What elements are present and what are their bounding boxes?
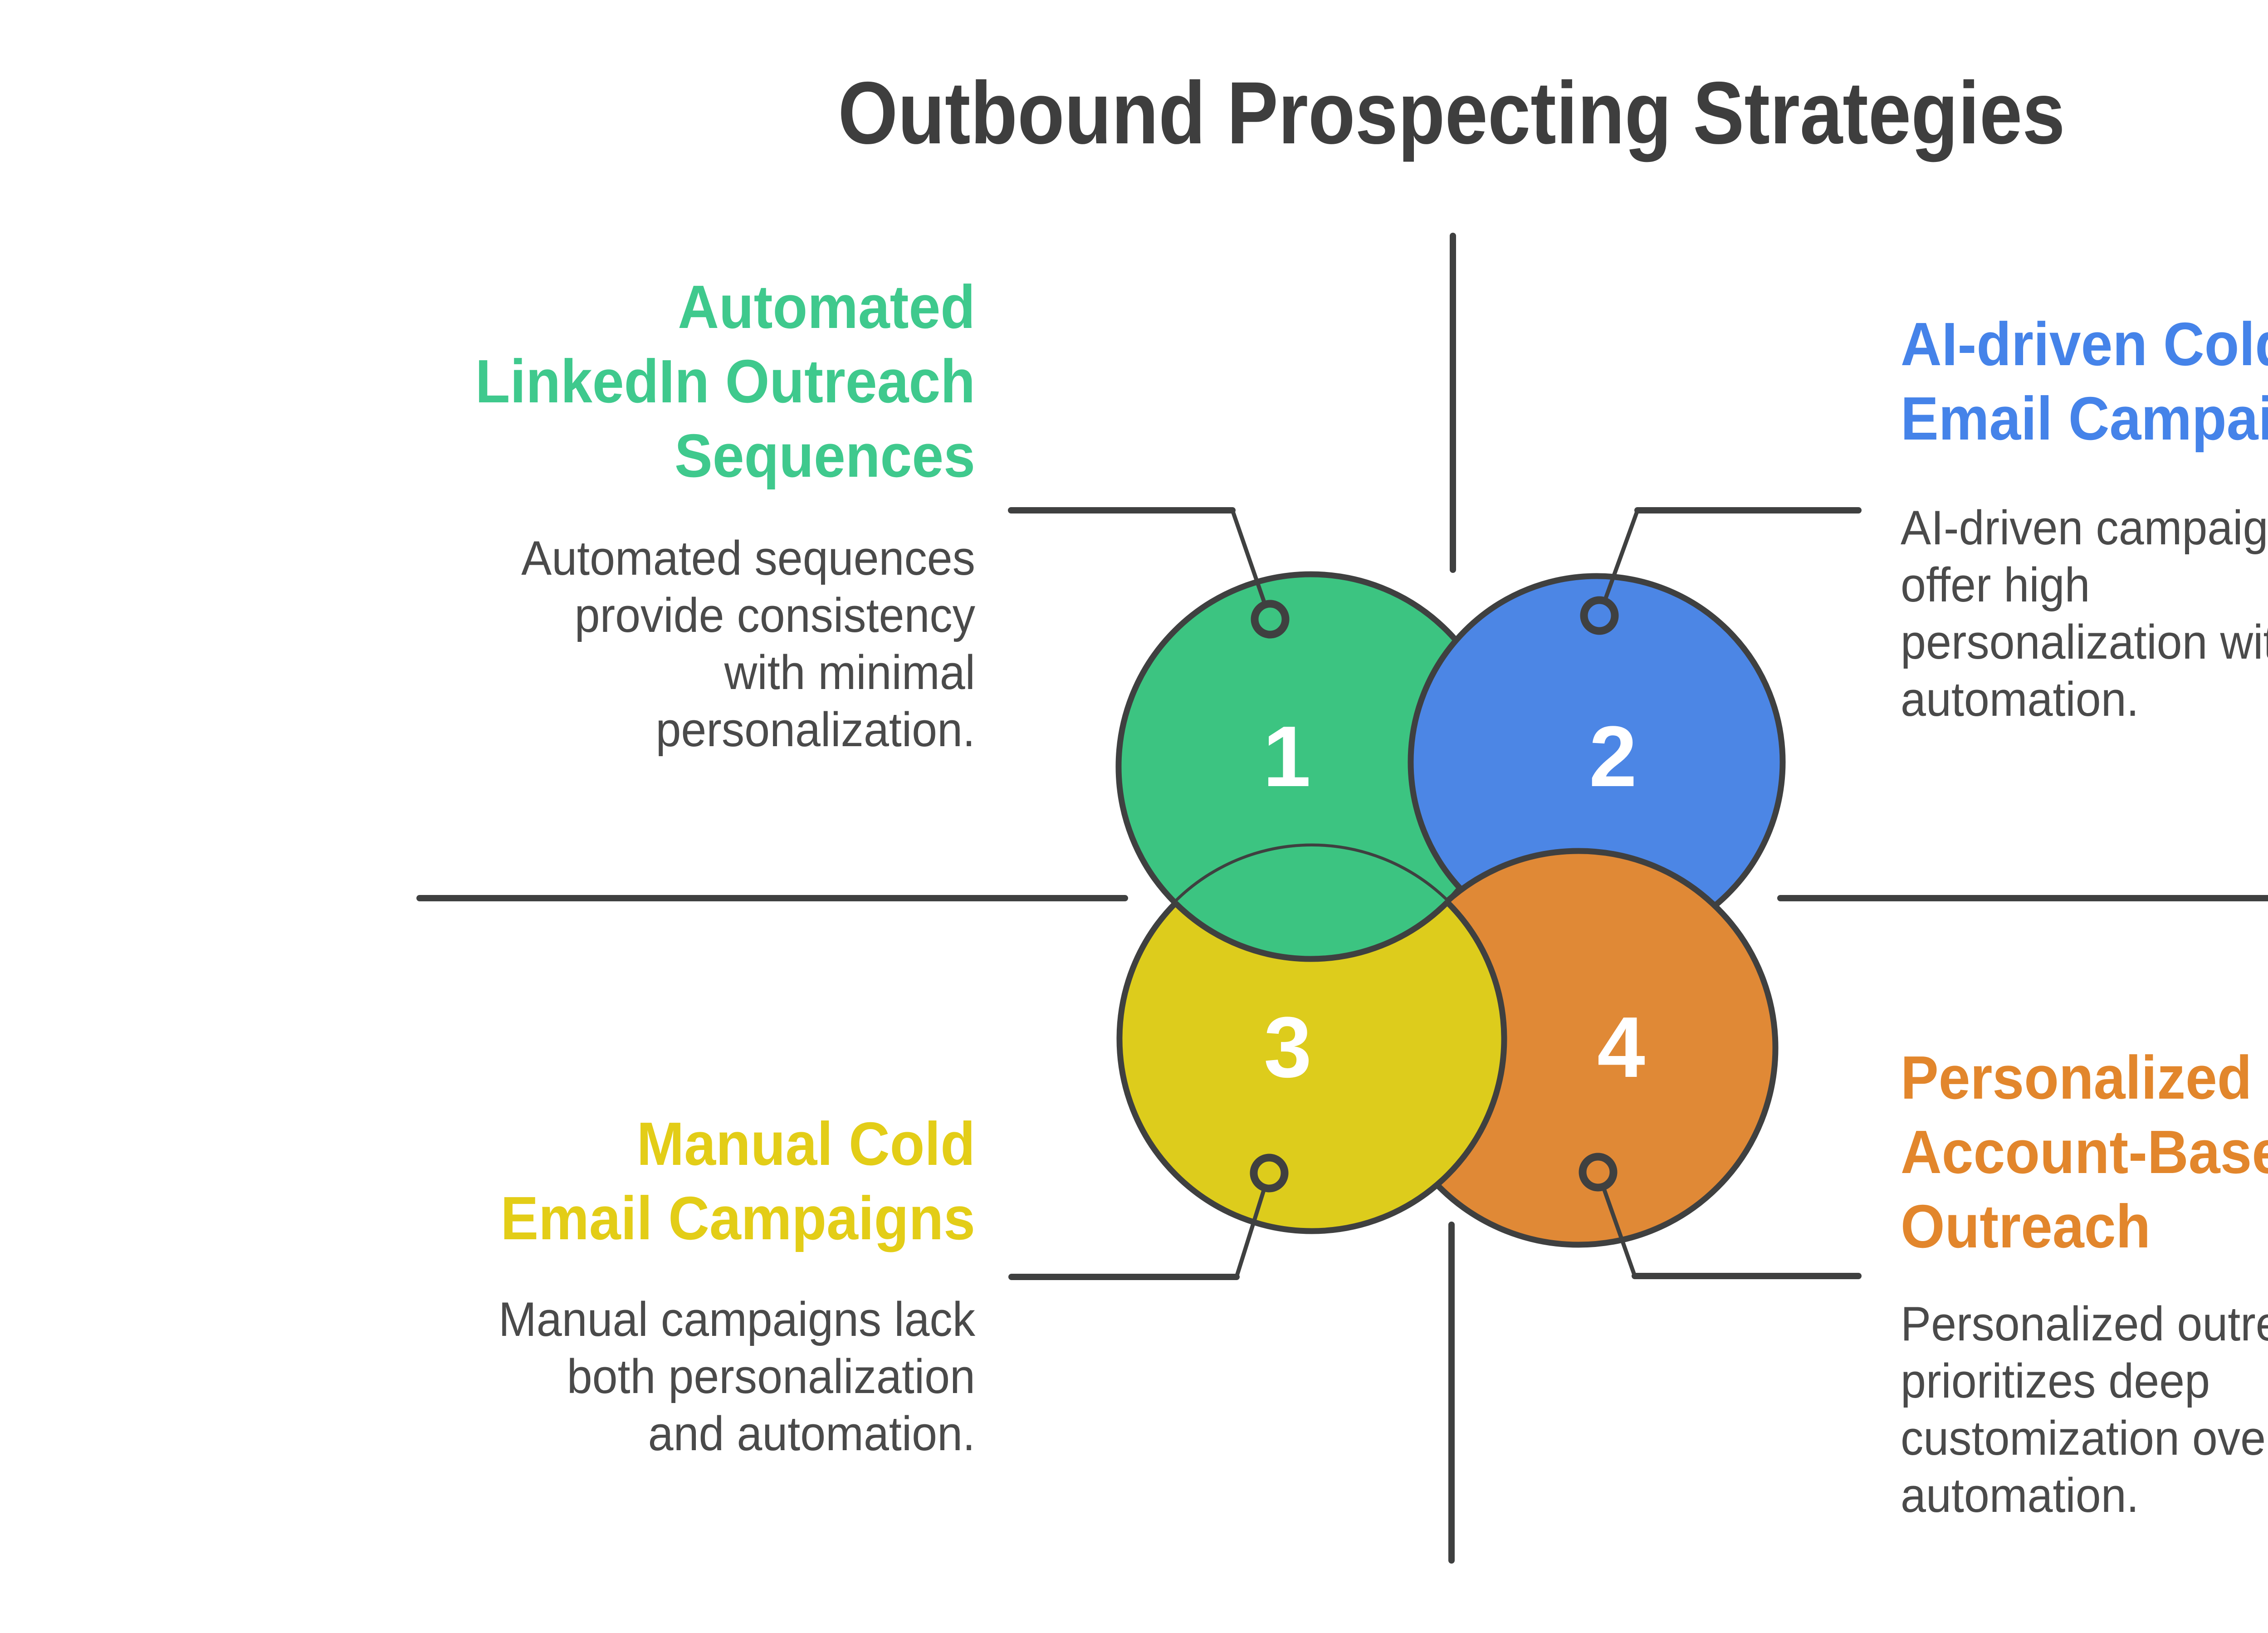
connector-4-ring-icon [1579, 1153, 1618, 1192]
body-line: personalization with [1901, 615, 2268, 669]
body-line: offer high [1901, 557, 2090, 612]
heading-line: LinkedIn Outreach [475, 347, 975, 416]
item-1-heading: Automated LinkedIn Outreach Sequences [364, 270, 975, 493]
body-line: with minimal [724, 645, 975, 699]
item-3-description: Manual campaigns lack both personalizati… [357, 1291, 975, 1462]
step-number-4: 4 [1597, 999, 1645, 1095]
heading-line: Email Campaigns [1901, 384, 2268, 453]
step-number-1: 1 [1263, 709, 1311, 805]
body-line: AI-driven campaigns [1901, 500, 2268, 555]
body-line: both personalization [567, 1349, 975, 1403]
step-number-3: 3 [1264, 999, 1312, 1095]
heading-line: Manual Cold [636, 1110, 975, 1178]
heading-line: Email Campaigns [500, 1184, 975, 1252]
item-4-heading: Personalized Account-Based Outreach [1901, 1041, 2268, 1264]
connector-2-ring-icon [1580, 596, 1619, 635]
heading-line: Outreach [1901, 1192, 2151, 1261]
body-line: Manual campaigns lack [498, 1292, 975, 1346]
item-3-heading: Manual Cold Email Campaigns [364, 1107, 975, 1256]
page-title: Outbound Prospecting Strategies [838, 64, 2065, 162]
item-2-description: AI-driven campaigns offer high personali… [1901, 499, 2268, 728]
heading-line: Sequences [675, 421, 975, 490]
item-4-description: Personalized outreach prioritizes deep c… [1901, 1295, 2268, 1524]
body-line: and automation. [648, 1406, 975, 1461]
heading-line: Personalized [1901, 1043, 2252, 1112]
body-line: provide consistency [574, 588, 975, 642]
body-line: Personalized outreach [1901, 1296, 2268, 1351]
heading-line: Account-Based [1901, 1118, 2268, 1186]
heading-line: Automated [678, 273, 975, 341]
body-line: customization over [1901, 1411, 2268, 1465]
body-line: automation. [1901, 672, 2139, 726]
connector-3-ring-icon [1250, 1154, 1289, 1193]
axis-lines [416, 233, 2268, 1564]
connector-lines [1008, 507, 1862, 1280]
step-numbers: 1 2 3 4 [1263, 709, 1645, 1095]
body-line: Automated sequences [521, 531, 975, 585]
step-number-2: 2 [1589, 709, 1637, 805]
heading-line: AI-driven Cold [1901, 310, 2268, 378]
item-1-description: Automated sequences provide consistency … [357, 529, 975, 758]
body-line: automation. [1901, 1468, 2139, 1522]
circle-cluster [1115, 571, 1786, 1248]
body-line: prioritizes deep [1901, 1354, 2210, 1408]
body-line: personalization. [655, 702, 975, 757]
connector-1-ring-icon [1251, 600, 1290, 639]
item-2-heading: AI-driven Cold Email Campaigns [1901, 307, 2268, 456]
